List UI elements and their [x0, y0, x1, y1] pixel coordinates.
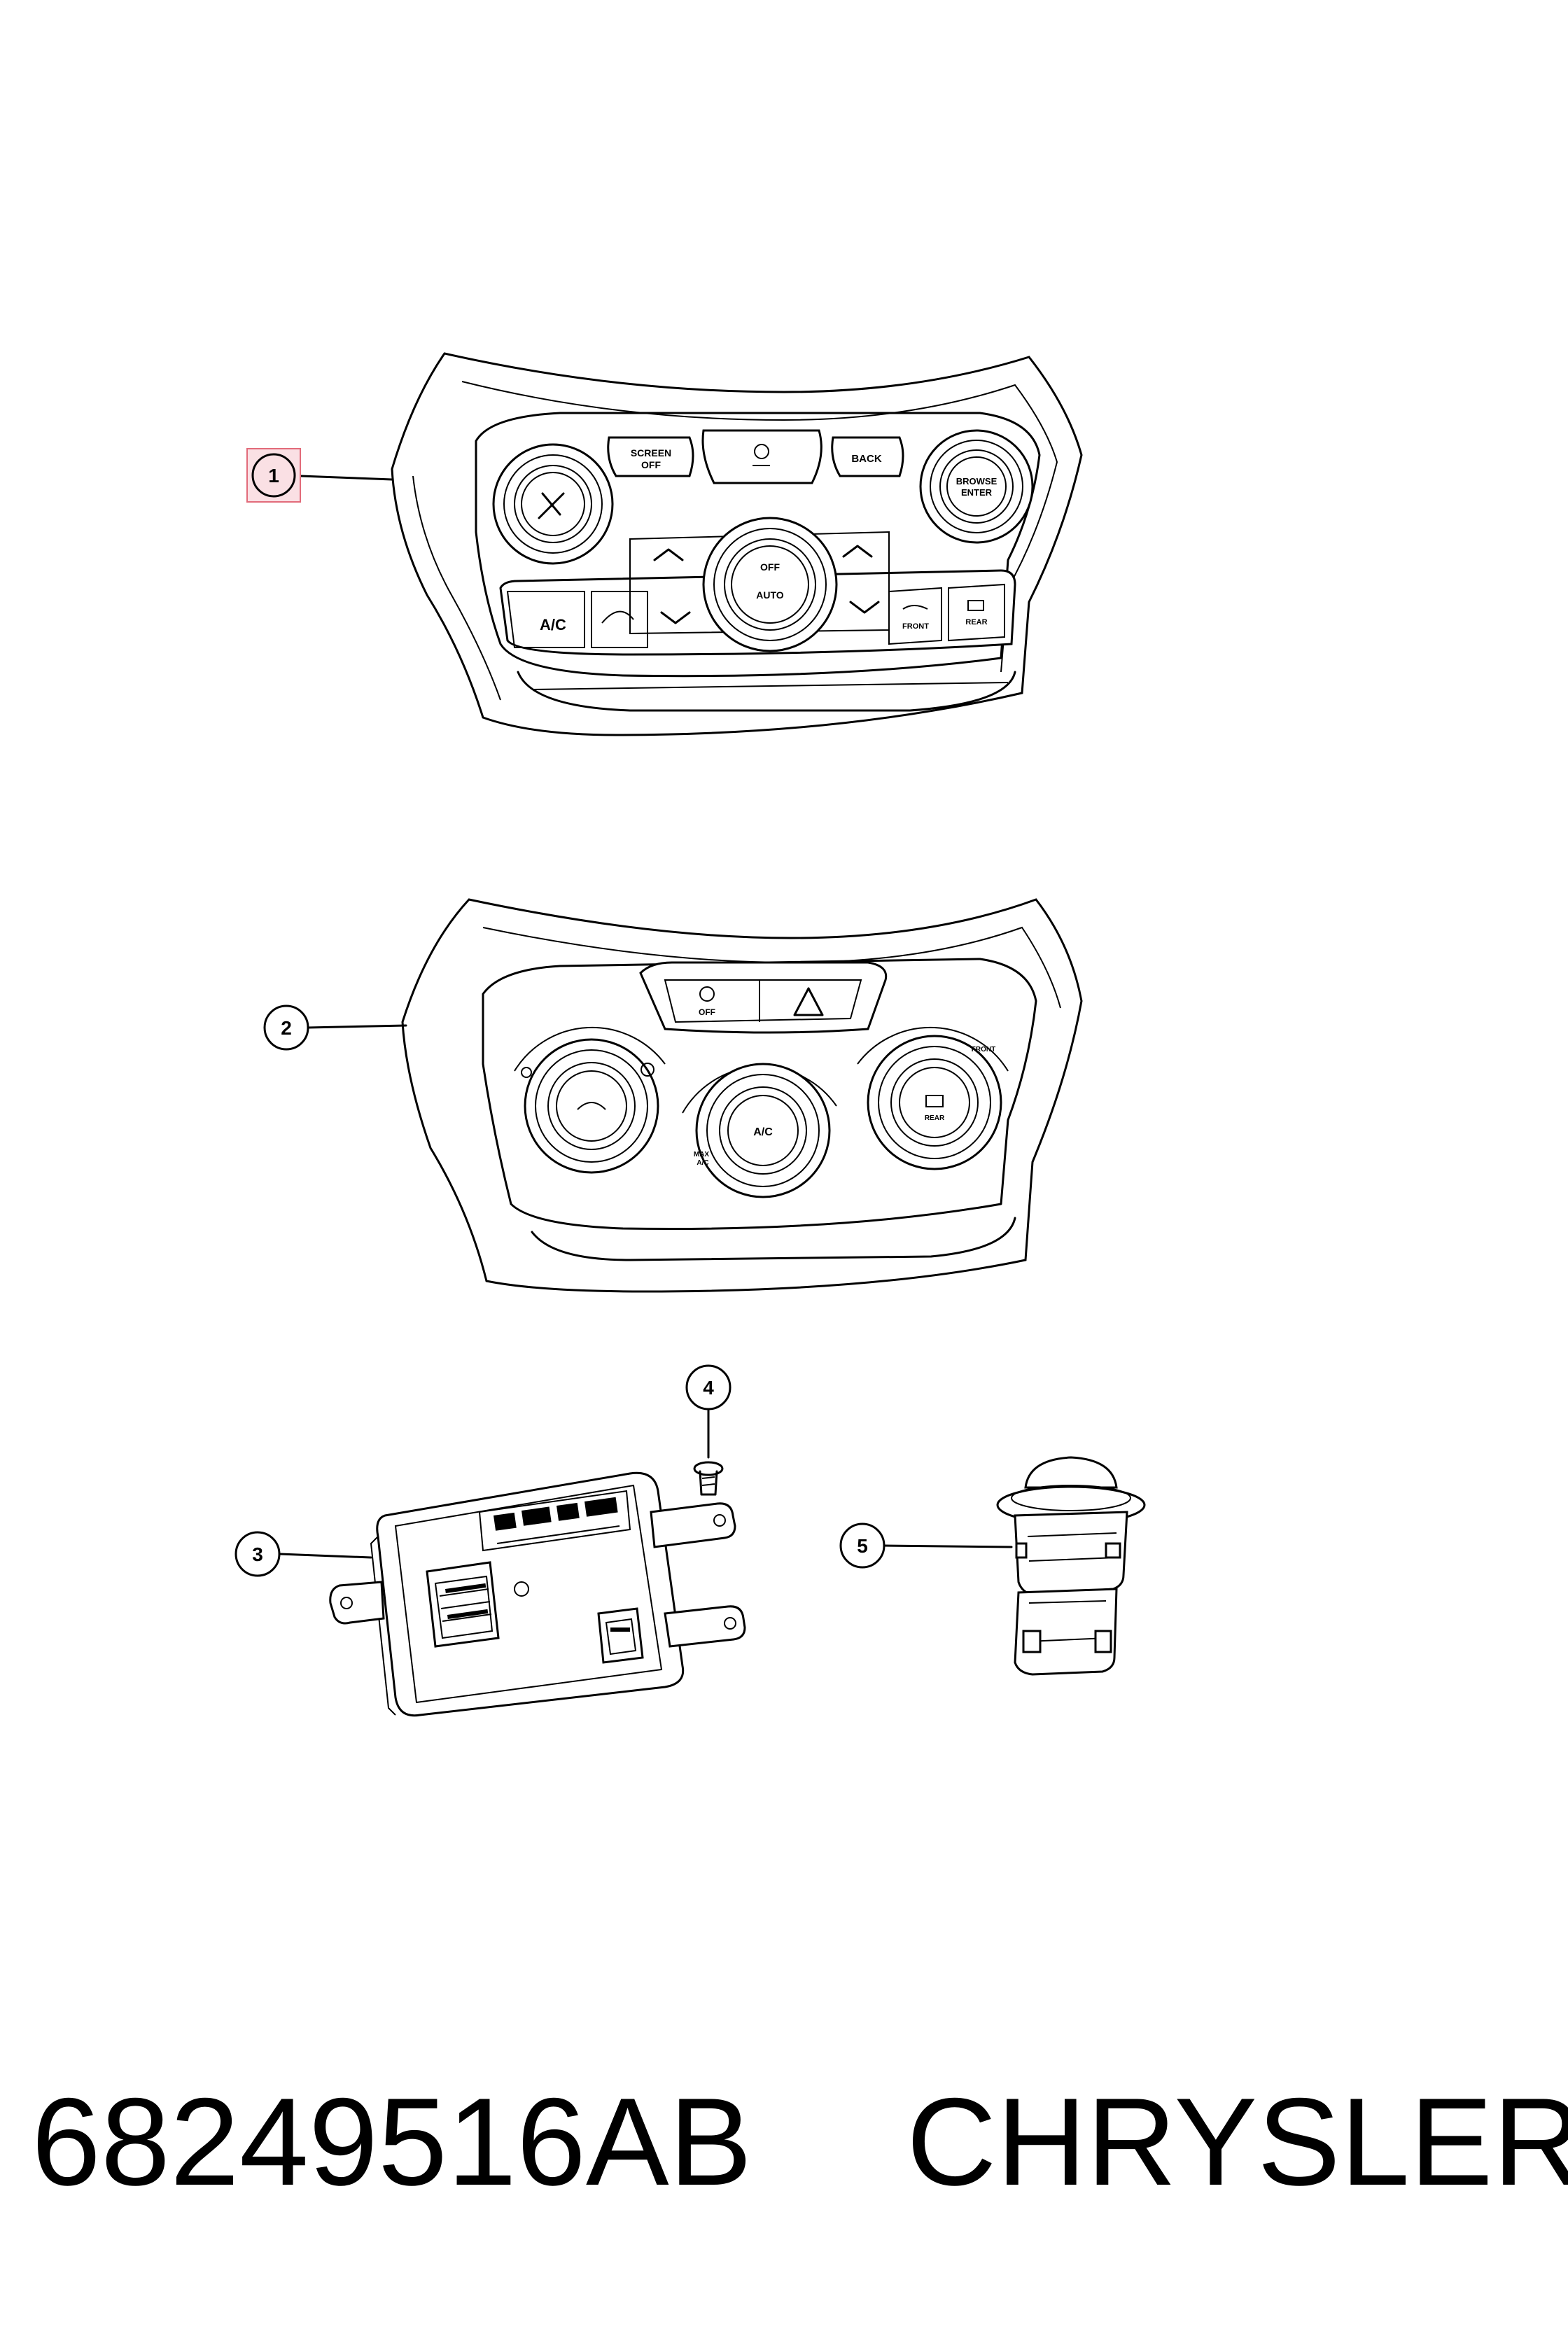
temp-up-arrow-right: [842, 545, 873, 558]
fan-off-label: OFF: [760, 561, 780, 573]
screen-label: SCREEN: [631, 447, 671, 458]
back-button: BACK: [831, 436, 904, 477]
temp-down-arrow-left: [660, 611, 691, 624]
callout-5-label: 5: [857, 1535, 868, 1557]
temp-ac-label: A/C: [753, 1126, 773, 1138]
rear-defrost-button: REAR: [948, 583, 1005, 642]
part-5-sensor: [996, 1456, 1146, 1676]
hazard-icon: [793, 987, 824, 1016]
part-1-control-panel: BROWSE ENTER SCREEN OFF BACK A/C: [391, 352, 1083, 736]
volume-knob: [492, 443, 614, 565]
callout-2-label: 2: [281, 1017, 292, 1039]
part-2-hvac-panel: OFF A/C MAX A/C: [401, 898, 1083, 1293]
temp-up-arrow-left: [653, 548, 684, 561]
callout-3: 3: [234, 1531, 372, 1577]
fan-speed-knob: [514, 1026, 666, 1174]
brand-name: CHRYSLER: [906, 2072, 1568, 2211]
mode-front-label: FRONT: [972, 1046, 995, 1054]
callout-3-label: 3: [252, 1544, 263, 1565]
back-label: BACK: [851, 453, 881, 465]
mode-rear-label: REAR: [925, 1114, 945, 1122]
browse-enter-knob: BROWSE ENTER: [919, 429, 1034, 544]
browse-label: BROWSE: [956, 476, 997, 486]
front-label: FRONT: [902, 622, 929, 631]
screen-off-label: OFF: [641, 459, 661, 470]
callout-1: 1: [246, 448, 393, 503]
recirculation-button: [591, 591, 648, 648]
traction-off-label: OFF: [699, 1007, 715, 1017]
callout-1-label: 1: [268, 465, 279, 486]
ac-button: A/C: [506, 591, 585, 648]
footer: 68249516AB CHRYSLER: [0, 2072, 1568, 2212]
max-label: MAX: [694, 1151, 710, 1158]
enter-label: ENTER: [961, 487, 993, 498]
temperature-knob: A/C MAX A/C: [682, 1063, 837, 1198]
ac-label: A/C: [540, 616, 566, 634]
callout-4: 4: [685, 1364, 732, 1459]
auto-label: AUTO: [756, 589, 784, 601]
hazard-rocker-switch: OFF: [639, 961, 888, 1034]
part-3-control-module: [329, 1471, 746, 1717]
callout-5: 5: [839, 1522, 1013, 1569]
fan-auto-knob: OFF AUTO: [702, 517, 838, 652]
part-number: 68249516AB: [31, 2072, 752, 2211]
air-mode-knob: REAR FRONT: [857, 1026, 1009, 1170]
front-defrost-button: FRONT: [888, 587, 942, 645]
traction-control-button: [701, 429, 822, 484]
temp-down-arrow-right: [849, 601, 880, 614]
part-4-screw: [693, 1461, 724, 1496]
screen-off-button: SCREEN OFF: [607, 436, 694, 477]
callout-4-label: 4: [703, 1377, 714, 1399]
rear-label: REAR: [965, 618, 987, 626]
max-ac-label: A/C: [696, 1159, 708, 1167]
callout-2: 2: [263, 1004, 407, 1051]
